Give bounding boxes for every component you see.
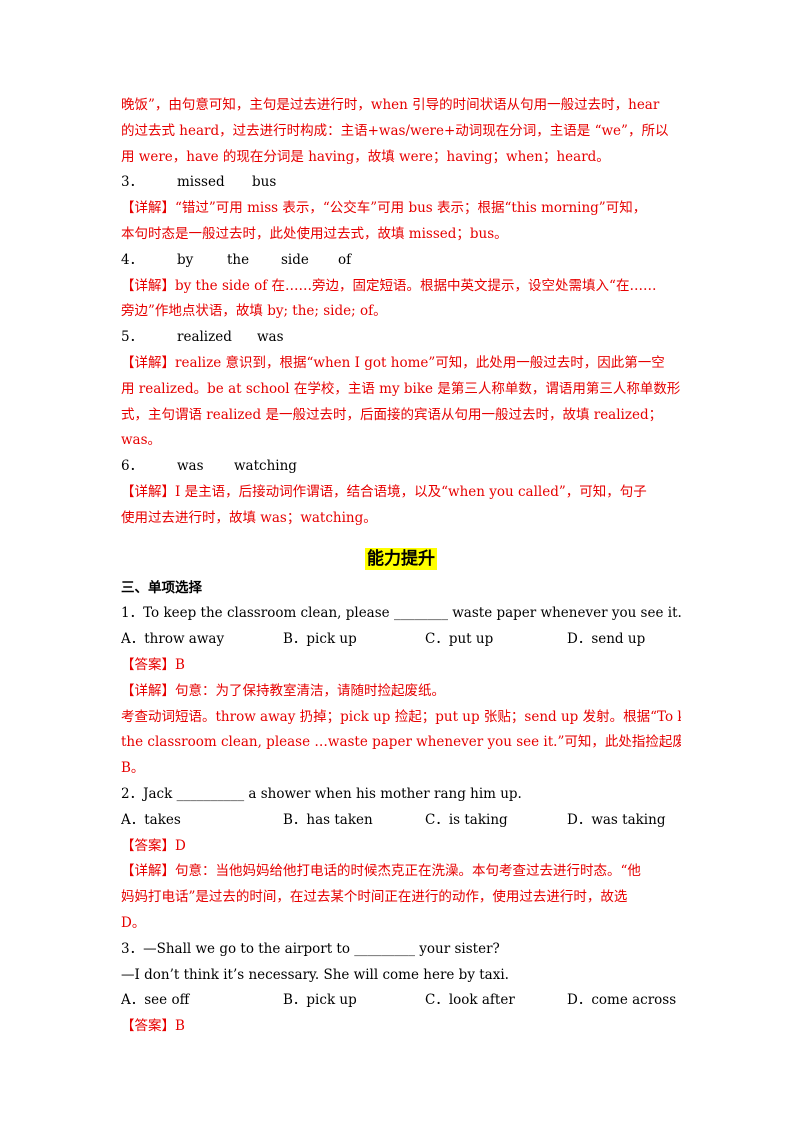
option-c: C．is taking	[425, 811, 508, 828]
answer-number: 4．	[121, 251, 144, 268]
answer-word: of	[338, 251, 352, 268]
detail-line: 本句时态是一般过去时，此处使用过去式，故填 missed；bus。	[121, 225, 508, 242]
detail-line: B。	[121, 760, 145, 777]
detail-line: 【详解】句意：当他妈妈给他打电话的时候杰克正在洗澡。本句考查过去进行时态。“他	[121, 863, 641, 880]
option-d: D．come across	[567, 992, 677, 1009]
detail-line: 旁边”作地点状语，故填 by; the; side; of。	[121, 303, 387, 320]
answer-label: 【答案】B	[121, 1018, 185, 1035]
section-header: 能力提升	[121, 544, 681, 576]
answer-word: side	[281, 251, 309, 268]
answer-number: 6．	[121, 458, 144, 475]
answer-row: 6． was watching	[121, 454, 681, 480]
question-options: A．throw away B．pick up C．put up D．send u…	[121, 627, 681, 653]
answer-word: missed	[177, 174, 225, 191]
section-title: 能力提升	[365, 547, 437, 570]
question-stem: 3．—Shall we go to the airport to _______…	[121, 940, 500, 957]
question-options: A．takes B．has taken C．is taking D．was ta…	[121, 808, 681, 834]
option-a: A．throw away	[121, 631, 225, 648]
option-a: A．takes	[121, 811, 181, 828]
option-b: B．pick up	[283, 992, 357, 1009]
detail-line: 妈妈打电话”是过去的时间，在过去某个时间正在进行的动作，使用过去进行时，故选	[121, 889, 628, 906]
detail-line: was。	[121, 432, 162, 449]
detail-line: 【详解】I 是主语，后接动词作谓语，结合语境，以及“when you calle…	[121, 483, 647, 500]
answer-word: by	[177, 251, 194, 268]
option-c: C．put up	[425, 631, 494, 648]
question-options: A．see off B．pick up C．look after D．come …	[121, 988, 681, 1014]
answer-word: was	[177, 458, 204, 475]
detail-line: 式，主句谓语 realized 是一般过去时，后面接的宾语从句用一般过去时，故填…	[121, 406, 663, 423]
answer-row: 5． realized was	[121, 325, 681, 351]
detail-line: 用 realized。be at school 在学校，主语 my bike 是…	[121, 380, 681, 397]
answer-word: the	[227, 251, 250, 268]
explanation-line: 晚饭”，由句意可知，主句是过去进行时，when 引导的时间状语从句用一般过去时，…	[121, 97, 660, 113]
page-content: 晚饭”，由句意可知，主句是过去进行时，when 引导的时间状语从句用一般过去时，…	[121, 93, 681, 1040]
detail-line: 【详解】“错过”可用 miss 表示，“公交车”可用 bus 表示；根据“thi…	[121, 200, 647, 217]
answer-row: 4． by the side of	[121, 248, 681, 274]
answer-word: bus	[252, 174, 277, 191]
option-b: B．pick up	[283, 631, 357, 648]
option-a: A．see off	[121, 992, 190, 1009]
detail-line: 考查动词短语。throw away 扔掉；pick up 捡起；put up 张…	[121, 708, 681, 725]
detail-line: the classroom clean, please …waste paper…	[121, 734, 681, 751]
explanation-line: 用 were，have 的现在分词是 having，故填 were；having…	[121, 148, 610, 165]
option-c: C．look after	[425, 992, 515, 1009]
answer-label: 【答案】D	[121, 837, 186, 854]
question-stem-reply: —I don’t think it’s necessary. She will …	[121, 966, 509, 983]
answer-word: realized	[177, 329, 232, 346]
detail-line: 【详解】by the side of 在……旁边，固定短语。根据中英文提示，设空…	[121, 277, 657, 294]
detail-line: 【详解】句意：为了保持教室清洁，请随时捡起废纸。	[121, 682, 445, 699]
answer-word: was	[257, 329, 284, 346]
subsection-title: 三、单项选择	[121, 579, 202, 596]
option-b: B．has taken	[283, 811, 373, 828]
question-stem: 1．To keep the classroom clean, please __…	[121, 605, 681, 622]
answer-row: 3． missed bus	[121, 170, 681, 196]
option-d: D．was taking	[567, 811, 666, 828]
answer-label: 【答案】B	[121, 656, 185, 673]
detail-line: 使用过去进行时，故填 was；watching。	[121, 509, 377, 526]
answer-number: 3．	[121, 174, 144, 191]
explanation-line: 的过去式 heard，过去进行时构成：主语+was/were+动词现在分词，主语…	[121, 122, 669, 139]
question-stem: 2．Jack __________ a shower when his moth…	[121, 785, 522, 802]
answer-word: watching	[234, 458, 297, 475]
option-d: D．send up	[567, 631, 646, 648]
detail-line: D。	[121, 914, 146, 931]
answer-number: 5．	[121, 329, 144, 346]
detail-line: 【详解】realize 意识到，根据“when I got home”可知，此处…	[121, 354, 665, 371]
